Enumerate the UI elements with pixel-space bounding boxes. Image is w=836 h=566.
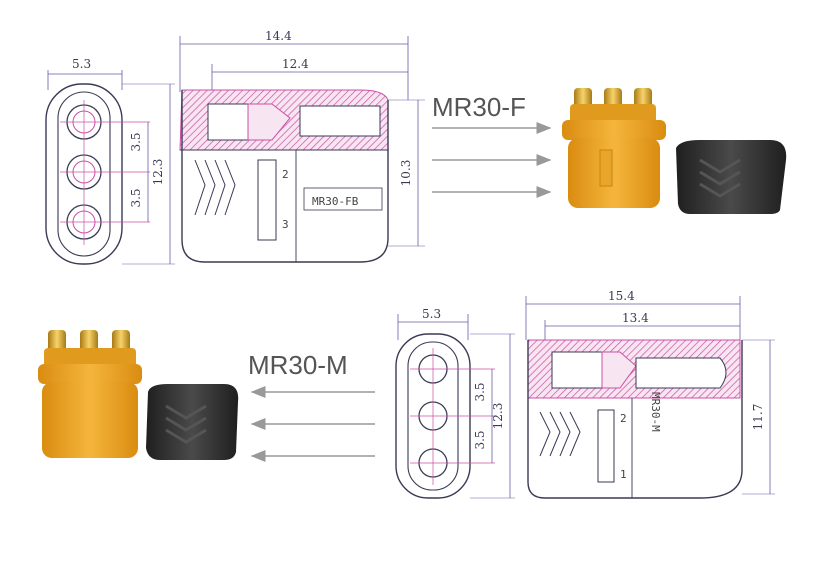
top-connector-photo bbox=[562, 88, 666, 208]
top-side-height: 10.3 bbox=[399, 160, 413, 187]
top-side-view: 14.4 12.4 2 3 MR30-FB 10.3 bbox=[179, 29, 425, 263]
top-front-pitch-top: 3.5 bbox=[129, 132, 143, 151]
top-front-view: 5.3 3.5 3.5 12.3 bbox=[45, 57, 175, 265]
top-side-part-label: MR30-FB bbox=[312, 195, 359, 208]
top-connector-label: MR30-F bbox=[432, 92, 526, 122]
bottom-side-part-label: MR30-M bbox=[649, 392, 662, 432]
bottom-side-height: 11.7 bbox=[751, 404, 765, 431]
bottom-front-view: 5.3 3.5 3.5 12.3 bbox=[395, 307, 515, 499]
bottom-side-view: 15.4 13.4 2 1 MR30-M 11.7 bbox=[525, 289, 775, 499]
top-side-length-total: 14.4 bbox=[265, 29, 292, 43]
top-side-length-inner: 12.4 bbox=[282, 57, 309, 71]
top-front-pitch-bottom: 3.5 bbox=[129, 188, 143, 207]
bottom-side-pin-2: 2 bbox=[620, 412, 627, 425]
bottom-connector-photo bbox=[38, 330, 142, 458]
top-front-height: 12.3 bbox=[151, 159, 165, 186]
top-side-pin-2: 2 bbox=[282, 168, 289, 181]
bottom-side-pin-1: 1 bbox=[620, 468, 627, 481]
bottom-side-length-total: 15.4 bbox=[608, 289, 635, 303]
top-arrows bbox=[432, 122, 552, 198]
bottom-cap-photo bbox=[146, 384, 239, 460]
top-side-pin-3: 3 bbox=[282, 218, 289, 231]
top-cap-photo bbox=[676, 140, 787, 214]
bottom-front-pitch-top: 3.5 bbox=[473, 382, 487, 401]
bottom-front-pitch-bottom: 3.5 bbox=[473, 430, 487, 449]
bottom-front-width-label: 5.3 bbox=[422, 307, 441, 321]
bottom-connector-label: MR30-M bbox=[248, 350, 348, 380]
bottom-front-height: 12.3 bbox=[491, 403, 505, 430]
bottom-arrows bbox=[250, 386, 375, 462]
top-front-width-label: 5.3 bbox=[72, 57, 91, 71]
bottom-side-length-inner: 13.4 bbox=[622, 311, 649, 325]
